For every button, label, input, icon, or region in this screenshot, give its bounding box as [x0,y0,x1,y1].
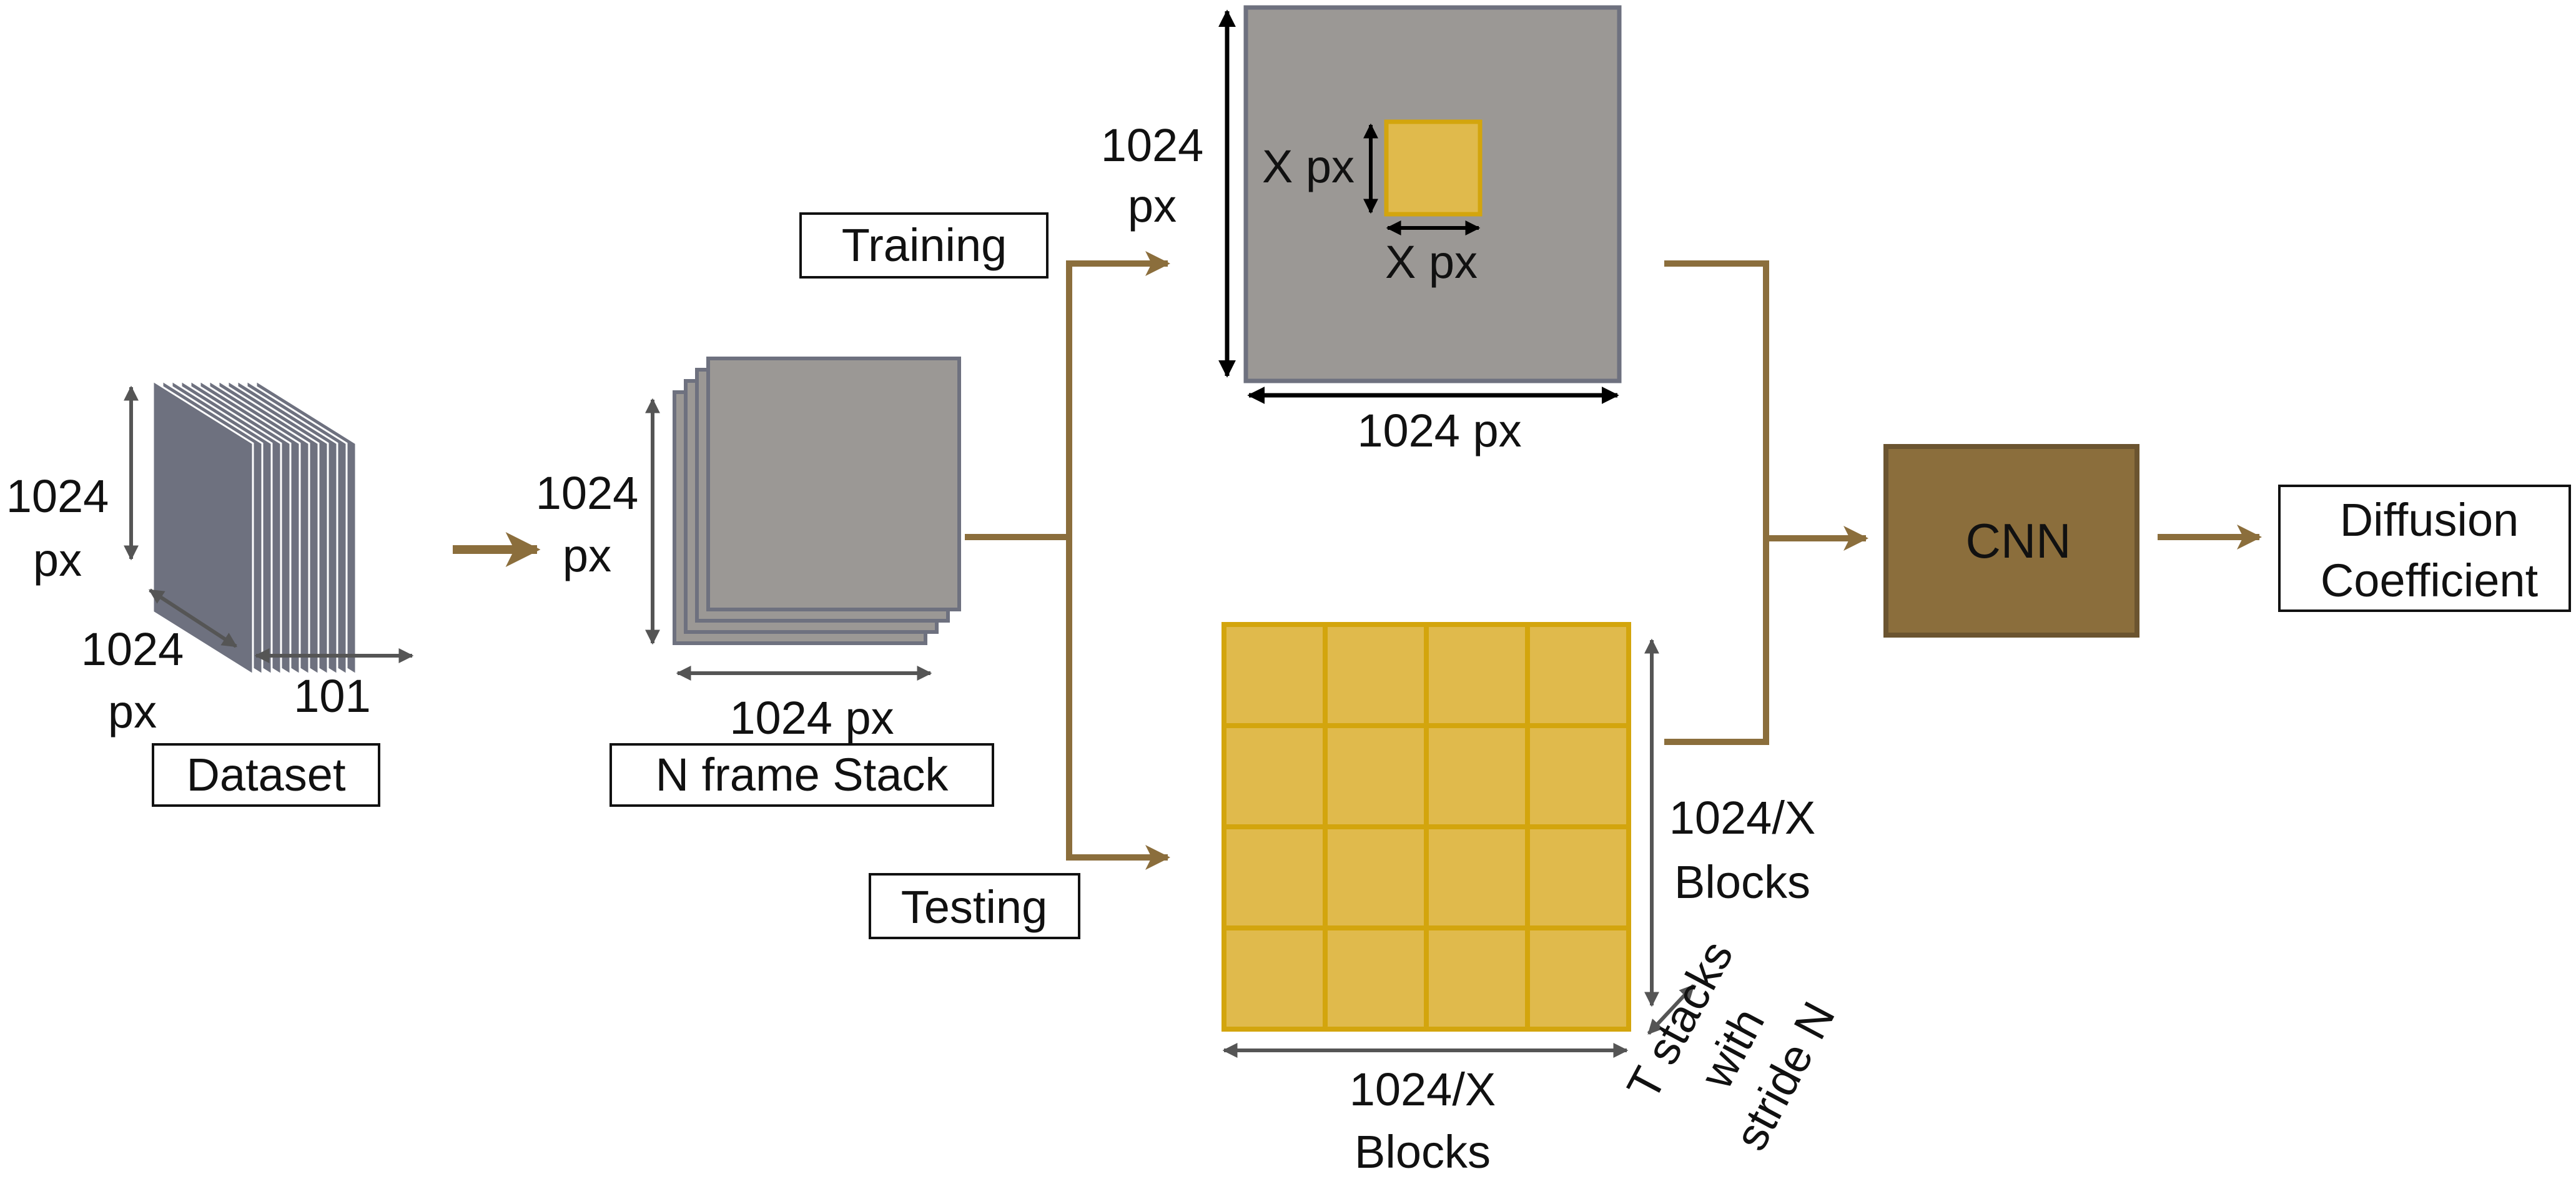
dataset-caption: Dataset [186,749,345,801]
testing-block [1221,723,1328,829]
stack-group: 1024 px 1024 px N frame Stack [536,357,994,807]
training-crop [1384,119,1483,217]
testing-block [1221,824,1328,930]
testing-block [1424,824,1530,930]
testing-block [1323,622,1429,728]
stack-caption: N frame Stack [656,749,949,801]
testing-block [1323,824,1429,930]
testing-block [1525,723,1631,829]
training-group: 1024 px 1024 px X px X px [1101,5,1622,456]
testing-block [1424,723,1530,829]
testing-group: 1024/X Blocks 1024/X Blocks T stacks wit… [1221,622,1845,1178]
stack-frame [706,357,961,611]
cnn-label: CNN [1966,513,2071,568]
stack-width-label: 1024 px [729,692,894,744]
dataset-depth-arrow [148,588,238,648]
testing-block [1424,622,1530,728]
crop-height-label: X px [1262,141,1355,192]
testing-caption-box [869,873,1080,939]
cnn-box [1883,444,2139,638]
training-caption: Training [842,219,1007,271]
testing-side-label-2: Blocks [1674,856,1810,908]
testing-caption: Testing [901,881,1047,933]
testing-depth-arrow [1647,984,1695,1035]
testing-side-label-1: 1024/X [1669,792,1816,844]
stack-height-label-1: 1024 [536,467,639,519]
dataset-height-label-2: px [33,534,82,586]
training-width-label: 1024 px [1357,405,1521,456]
dataset-frames-label: 101 [294,670,370,722]
output-label-1: Diffusion [2340,494,2519,546]
dataset-caption-box [152,743,380,807]
testing-bottom-label-1: 1024/X [1350,1063,1496,1115]
training-height-label-1: 1024 [1101,119,1204,171]
dataset-group: 1024 px 1024 px 101 Dataset [6,379,414,807]
testing-block [1424,925,1530,1032]
dataset-depth-label-1: 1024 [81,623,184,675]
testing-block [1323,723,1429,829]
dataset-height-label-1: 1024 [6,470,109,522]
testing-block [1323,925,1429,1032]
testing-block [1525,824,1631,930]
testing-block-grid [1221,622,1631,1032]
training-to-merge [1664,260,1769,745]
dataset-depth-label-2: px [108,686,157,738]
training-height-label-2: px [1128,180,1177,232]
testing-block [1525,925,1631,1032]
testing-block [1525,622,1631,728]
output-box [2278,485,2571,612]
testing-block [1221,622,1328,728]
testing-bottom-label-2: Blocks [1355,1126,1491,1178]
crop-width-label: X px [1385,236,1478,288]
stack-height-label-2: px [563,530,611,581]
testing-block [1221,925,1328,1032]
training-caption-box [799,212,1049,279]
stack-caption-box [609,743,994,807]
output-label-2: Coefficient [2321,555,2539,606]
